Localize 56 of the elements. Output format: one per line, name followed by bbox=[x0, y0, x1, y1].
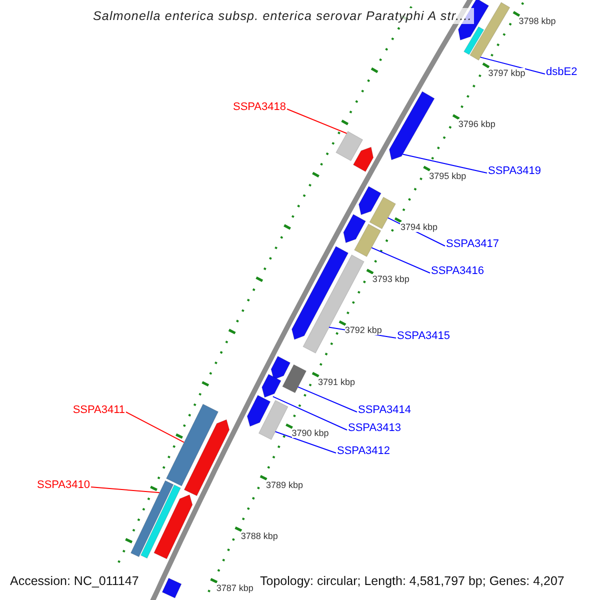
leader-line bbox=[126, 412, 184, 443]
gene-label: SSPA3416 bbox=[431, 265, 484, 278]
leader-line bbox=[272, 396, 348, 430]
gene-block bbox=[166, 404, 219, 486]
leader-line bbox=[298, 386, 358, 412]
scale-label: 3790 kbp bbox=[292, 428, 329, 438]
gene-block bbox=[369, 196, 396, 230]
gene-block bbox=[130, 480, 174, 558]
gene-block-pointed bbox=[352, 146, 374, 172]
gene-block bbox=[140, 484, 181, 559]
gene-label: SSPA3412 bbox=[337, 445, 390, 458]
gene-block bbox=[354, 224, 382, 257]
scale-label: 3793 kbp bbox=[372, 274, 410, 284]
gene-block-pointed bbox=[246, 394, 271, 427]
gene-block bbox=[302, 254, 364, 354]
gene-block-pointed bbox=[262, 374, 282, 398]
leader-line bbox=[371, 247, 430, 274]
leader-line bbox=[286, 108, 348, 134]
leader-line bbox=[90, 486, 160, 494]
gene-label: SSPA3415 bbox=[397, 330, 450, 343]
gene-block-pointed bbox=[184, 419, 230, 496]
gene-block bbox=[258, 400, 288, 440]
gene-block bbox=[336, 131, 364, 162]
scale-label: 3798 kbp bbox=[518, 16, 556, 26]
gene-label: SSPA3413 bbox=[348, 422, 402, 435]
scale-label: 3797 kbp bbox=[488, 68, 526, 78]
scale-label: 3792 kbp bbox=[344, 325, 382, 336]
gene-label: SSPA3418 bbox=[232, 101, 286, 114]
scale-label: 3791 kbp bbox=[318, 376, 356, 387]
scale-label: 3788 kbp bbox=[240, 531, 278, 542]
gene-label: SSPA3411 bbox=[72, 404, 125, 417]
leader-line bbox=[274, 431, 336, 454]
gene-label: SSPA3417 bbox=[446, 238, 500, 251]
scale-label: 3787 kbp bbox=[216, 582, 254, 593]
accession-text: Accession: NC_011147 bbox=[9, 574, 140, 589]
gene-label: dsbE2 bbox=[546, 66, 578, 79]
gene-block-pointed bbox=[343, 214, 366, 244]
scale-label: 3794 kbp bbox=[400, 222, 438, 232]
gene-block bbox=[162, 578, 182, 598]
leader-line bbox=[480, 56, 546, 74]
gene-label: SSPA3414 bbox=[358, 404, 412, 417]
gene-block bbox=[470, 2, 510, 61]
gene-block-pointed bbox=[154, 494, 193, 560]
scale-label: 3796 kbp bbox=[458, 119, 496, 130]
gene-block-pointed bbox=[270, 356, 291, 380]
gene-block bbox=[282, 364, 307, 394]
gene-block bbox=[463, 26, 484, 55]
gene-block-pointed bbox=[388, 91, 435, 160]
leader-line bbox=[402, 154, 488, 174]
scale-label: 3789 kbp bbox=[266, 480, 304, 490]
genome-stats-text: Topology: circular; Length: 4,581,797 bp; Genes: 4,207 bbox=[259, 574, 566, 589]
gene-label: SSPA3419 bbox=[488, 165, 542, 178]
gene-label: SSPA3410 bbox=[36, 479, 90, 492]
scale-label: 3795 kbp bbox=[429, 170, 466, 181]
title: Salmonella enterica subsp. enterica serovar Paratyphi A str.... bbox=[91, 8, 474, 24]
gene-block-pointed bbox=[358, 186, 382, 216]
